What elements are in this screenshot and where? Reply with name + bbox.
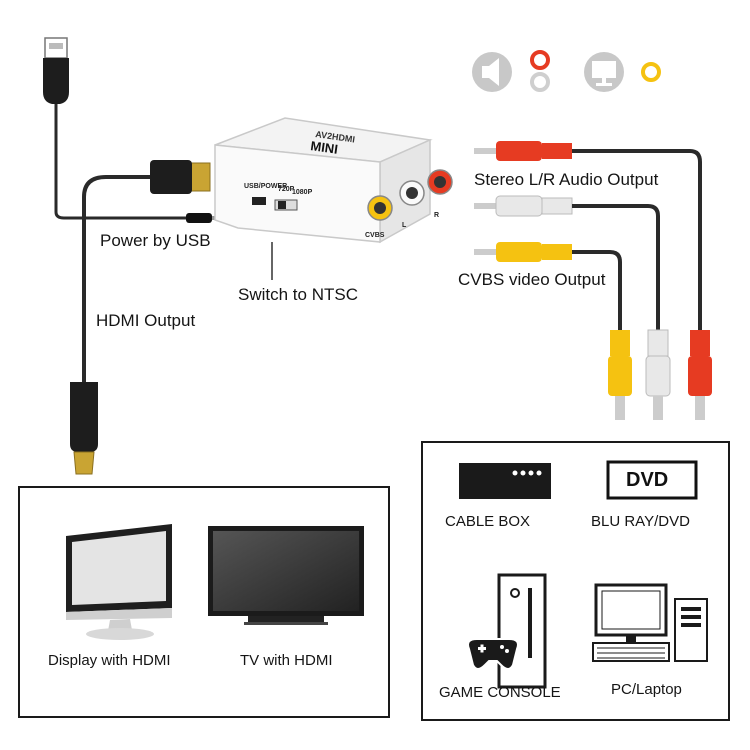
audio-right-label: R (434, 212, 440, 219)
monitor-icon (66, 524, 172, 640)
pc-laptop-label: PC/Laptop (611, 681, 682, 698)
white-dot-icon (530, 72, 550, 92)
game-console-label: GAME CONSOLE (439, 684, 561, 701)
video-legend (584, 52, 661, 92)
hdmi-outputs-panel: Display with HDMI TV with HDMI (18, 486, 390, 718)
hdmi-output-label: HDMI Output (96, 311, 196, 330)
audio-legend (472, 50, 550, 92)
dvd-icon (606, 460, 698, 500)
power-label: Power by USB (100, 231, 211, 250)
converter-box: MINI AV2HDMI (214, 117, 453, 244)
rca-red-cable (474, 141, 712, 420)
hdmi-cable (70, 160, 211, 475)
pc-icon (592, 583, 708, 662)
cvbs-port-label: CVBS (365, 232, 385, 239)
sources-panel: DVD CABLE BOX BLU RAY/DVD GAME CONSOLE P… (421, 441, 730, 721)
tv-icon (208, 526, 364, 625)
usb-cable (43, 37, 226, 223)
rca-white-cable (474, 195, 671, 420)
switch-720p-label: 720P (278, 186, 295, 193)
switch-1080p-label: 1080P (292, 189, 313, 196)
cable-box-icon (459, 463, 551, 499)
display-hdmi-label: Display with HDMI (48, 652, 171, 669)
audio-left-label: L (402, 222, 407, 229)
video-output-label: CVBS video Output (458, 270, 606, 289)
tv-hdmi-label: TV with HDMI (240, 652, 333, 669)
blu-ray-dvd-label: BLU RAY/DVD (591, 513, 690, 530)
rca-yellow-cable (474, 242, 632, 420)
usb-port (252, 197, 266, 205)
game-console-icon (467, 573, 547, 689)
cable-box-label: CABLE BOX (445, 513, 531, 530)
red-dot-icon (530, 50, 550, 70)
yellow-dot-icon (641, 62, 661, 82)
dvd-badge: DVD (626, 469, 669, 491)
usb-port-label: USB/POWER (244, 183, 288, 190)
switch-label: Switch to NTSC (238, 285, 358, 304)
device-logo: MINI (310, 138, 339, 157)
stereo-output-label: Stereo L/R Audio Output (474, 170, 659, 189)
